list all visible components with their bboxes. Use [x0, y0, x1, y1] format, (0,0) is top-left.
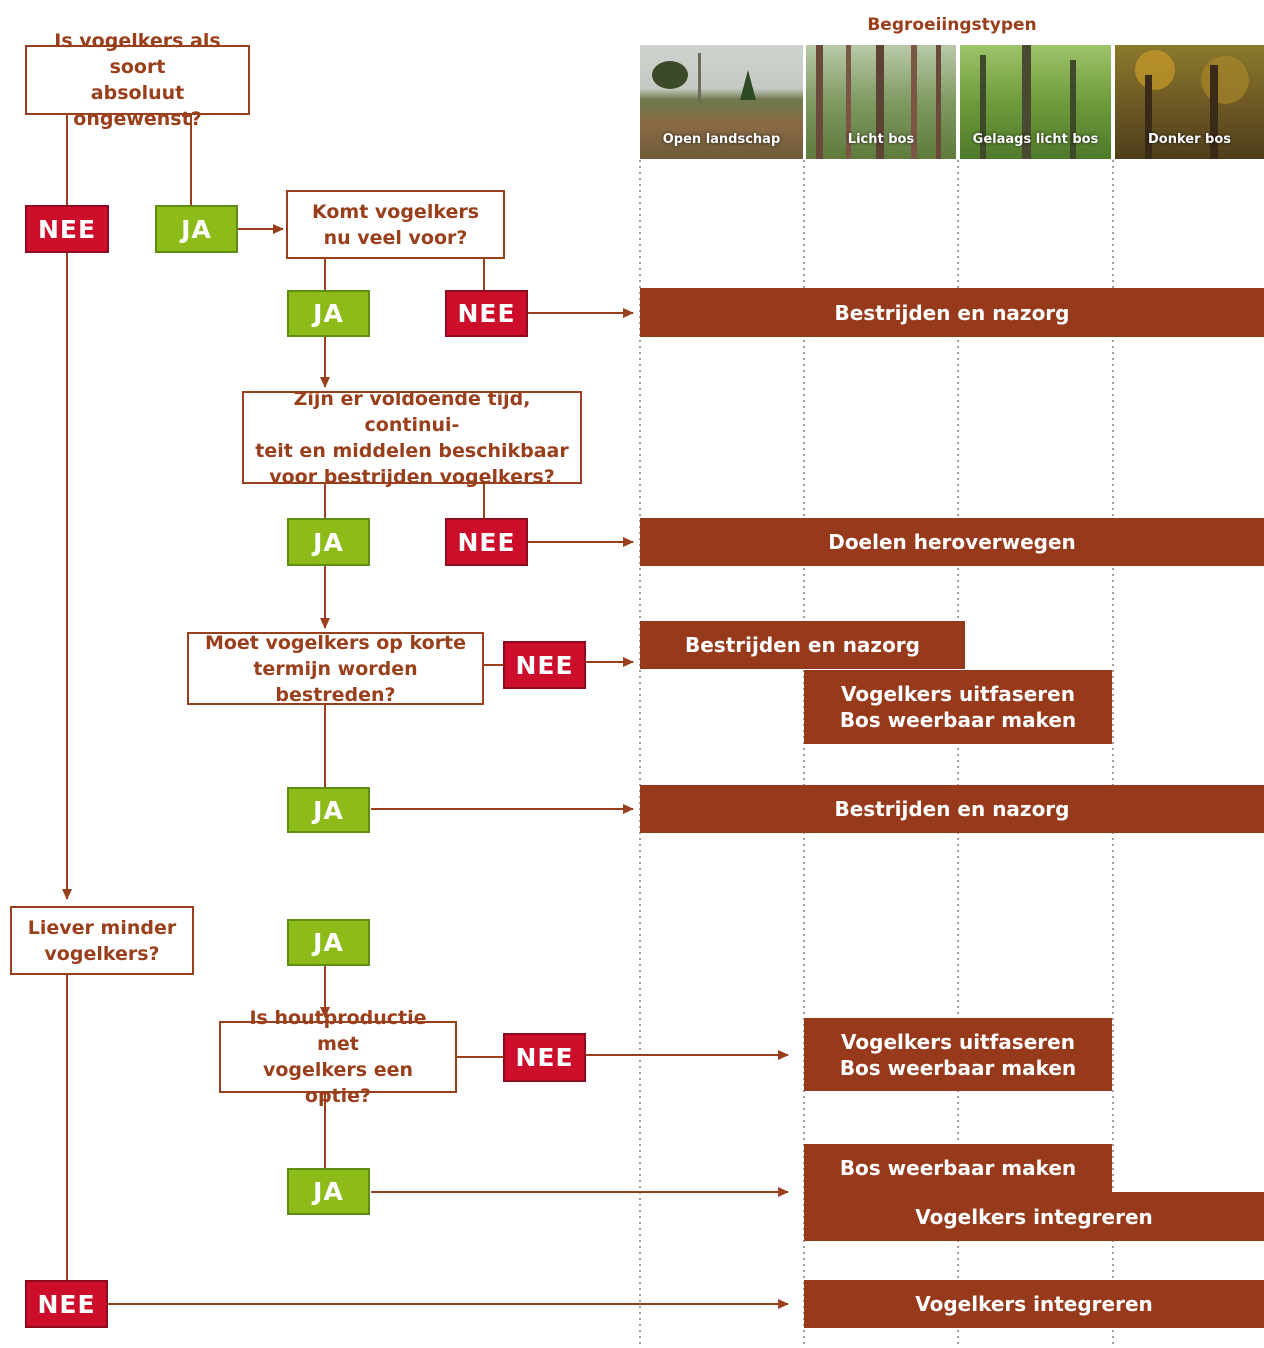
answer-ja-korte-termijn: JA — [287, 787, 370, 833]
answer-nee-ongewenst: NEE — [25, 205, 109, 253]
answer-nee-tijd-middelen: NEE — [445, 518, 528, 566]
action-bestrijden-nazorg-1: Bestrijden en nazorg — [640, 288, 1264, 337]
answer-nee-houtproductie: NEE — [503, 1033, 586, 1082]
type-label-gelaags-licht-bos: Gelaags licht bos — [972, 132, 1099, 147]
type-label-licht-bos: Licht bos — [847, 132, 915, 147]
photo-open-landscape: Open landschap — [640, 45, 803, 159]
type-label-open-landschap: Open landschap — [662, 132, 781, 147]
answer-nee-veel-voor: NEE — [445, 290, 528, 337]
question-ongewenst: Is vogelkers als soort absoluut ongewens… — [25, 30, 250, 130]
answer-ja-liever-minder: JA — [287, 919, 370, 966]
action-uitfaseren-weerbaar-1: Vogelkers uitfaseren Bos weerbaar maken — [804, 670, 1112, 744]
answer-nee-korte-termijn: NEE — [503, 641, 586, 689]
answer-nee-liever-minder: NEE — [25, 1280, 108, 1328]
answer-ja-veel-voor: JA — [287, 290, 370, 337]
question-veel-voor: Komt vogelkers nu veel voor? — [286, 190, 505, 259]
type-label-donker-bos: Donker bos — [1147, 132, 1231, 147]
answer-ja-tijd-middelen: JA — [287, 518, 370, 566]
question-liever-minder: Liever minder vogelkers? — [10, 906, 194, 975]
action-doelen-heroverwegen: Doelen heroverwegen — [640, 518, 1264, 566]
answer-ja-houtproductie: JA — [287, 1168, 370, 1215]
photo-layered-light-forest: Gelaags licht bos — [960, 45, 1111, 159]
action-bestrijden-nazorg-2: Bestrijden en nazorg — [640, 621, 965, 669]
action-bos-weerbaar-maken: Bos weerbaar maken — [804, 1144, 1112, 1192]
photo-light-forest: Licht bos — [806, 45, 956, 159]
action-bestrijden-nazorg-3: Bestrijden en nazorg — [640, 785, 1264, 833]
answer-ja-ongewenst: JA — [155, 205, 238, 253]
vegetation-types-heading: Begroeiingstypen — [867, 15, 1037, 35]
question-korte-termijn: Moet vogelkers op korte termijn worden b… — [187, 632, 484, 706]
action-vogelkers-integreren-1: Vogelkers integreren — [804, 1192, 1264, 1241]
photo-dark-forest: Donker bos — [1115, 45, 1264, 159]
question-tijd-middelen: Zijn er voldoende tijd, continui- teit e… — [242, 388, 582, 488]
action-vogelkers-integreren-2: Vogelkers integreren — [804, 1280, 1264, 1328]
question-houtproductie: Is houtproductie met vogelkers een optie… — [219, 1007, 457, 1107]
action-uitfaseren-weerbaar-2: Vogelkers uitfaseren Bos weerbaar maken — [804, 1018, 1112, 1091]
